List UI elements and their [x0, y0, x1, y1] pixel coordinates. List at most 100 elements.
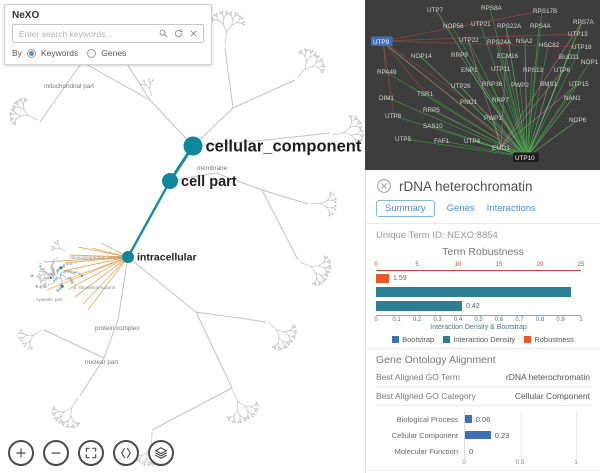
- gene-node-label[interactable]: NSA2: [516, 38, 533, 45]
- gene-node-label[interactable]: DIM1: [379, 95, 395, 102]
- gene-node-label[interactable]: RPS13: [523, 67, 543, 74]
- radio-keywords[interactable]: [26, 48, 36, 58]
- zoom-out-button[interactable]: [43, 440, 69, 466]
- term-small-label[interactable]: mitochondrial part: [44, 83, 94, 90]
- category-value: 0.06: [475, 414, 491, 424]
- gene-node-label[interactable]: ECM16: [497, 53, 518, 60]
- gene-nodes[interactable]: UTP7 RPS8A RPS17B RPS7A NOP56 UTP21 RPS22A RPS4…: [371, 5, 599, 162]
- close-icon[interactable]: [376, 178, 392, 194]
- gene-node-label[interactable]: RPS17B: [533, 8, 557, 15]
- gene-node-label[interactable]: UTP15: [569, 81, 589, 88]
- layers-icon: [155, 447, 167, 459]
- gene-node-label[interactable]: NOP6: [569, 117, 587, 124]
- gene-node-label[interactable]: EMG1: [492, 145, 510, 152]
- bar-area: 0.06: [464, 411, 577, 427]
- gene-node-label[interactable]: RRP36: [482, 81, 503, 88]
- term-node-label[interactable]: cellular_component: [206, 137, 362, 155]
- gene-node-label[interactable]: RRP7: [492, 97, 509, 104]
- legend-swatch: [443, 336, 451, 343]
- gene-node-label[interactable]: RPS4A: [530, 23, 551, 30]
- gene-node-label[interactable]: UTP6: [554, 67, 571, 74]
- gene-node-label[interactable]: SAS10: [423, 123, 443, 130]
- gene-node-label[interactable]: UTP22: [459, 37, 479, 44]
- gene-network-panel[interactable]: UTP7 RPS8A RPS17B RPS7A NOP56 UTP21 RPS22A RPS4…: [365, 0, 600, 170]
- radio-keywords-label[interactable]: Keywords: [40, 48, 79, 58]
- gene-node-label[interactable]: NOP1: [581, 59, 599, 66]
- term-node[interactable]: [122, 251, 134, 263]
- term-small-label[interactable]: nuclear part: [85, 359, 119, 366]
- gene-network-svg[interactable]: UTP7 RPS8A RPS17B RPS7A NOP56 UTP21 RPS22A RPS4…: [365, 0, 600, 170]
- gene-node-label[interactable]: BUD21: [559, 54, 580, 61]
- zoom-fit-button[interactable]: [78, 440, 104, 466]
- gene-node-label[interactable]: UTP9: [373, 39, 390, 46]
- radio-genes[interactable]: [87, 48, 97, 58]
- gene-node-label[interactable]: UTP13: [568, 31, 588, 38]
- gene-node-label[interactable]: RRP9: [451, 52, 468, 59]
- bar-area: 0.23: [464, 427, 577, 443]
- search-icon[interactable]: [158, 28, 169, 39]
- gene-node-highlight[interactable]: [513, 152, 539, 163]
- gene-node-label[interactable]: PNO1: [460, 99, 478, 106]
- zoom-in-button[interactable]: [8, 440, 34, 466]
- collapse-button[interactable]: [113, 440, 139, 466]
- refresh-icon[interactable]: [173, 28, 184, 39]
- gene-node-highlight[interactable]: [371, 36, 393, 47]
- canvas-toolbar: [8, 440, 174, 466]
- legend-item: Robustness: [524, 335, 574, 344]
- gene-node-label[interactable]: RPA49: [377, 69, 397, 76]
- gene-node-label[interactable]: PWP2: [511, 82, 529, 89]
- term-node[interactable]: [162, 173, 178, 189]
- gene-node-label[interactable]: UTP4: [464, 138, 481, 145]
- gene-node-label[interactable]: BMS1: [540, 81, 558, 88]
- term-title: rDNA heterochromatin: [399, 178, 533, 194]
- app-title: NeXO: [12, 10, 40, 21]
- gene-node-label[interactable]: FAF1: [434, 138, 450, 145]
- layers-button[interactable]: [148, 440, 174, 466]
- gene-node-label[interactable]: RPS22A: [497, 23, 522, 30]
- gene-node-label[interactable]: NOP14: [411, 53, 432, 60]
- gene-node-label[interactable]: PWP1: [484, 115, 502, 122]
- axis-tick-label: 0.3: [433, 317, 442, 323]
- gene-node-label[interactable]: RPS8A: [481, 5, 502, 12]
- term-tiny-label[interactable]: cytosolic part: [36, 297, 64, 302]
- gene-node-label[interactable]: UTP7: [427, 7, 444, 14]
- term-node[interactable]: [183, 136, 203, 156]
- top-axis-line: [376, 270, 581, 271]
- gene-node-label[interactable]: RPS7A: [573, 19, 594, 26]
- gene-node-label[interactable]: RPS24A: [487, 39, 512, 46]
- gene-node-label[interactable]: UTP21: [471, 21, 491, 28]
- gene-node-label[interactable]: NAN1: [564, 95, 581, 102]
- row-value: Cellular Component: [514, 391, 590, 401]
- gene-node-label[interactable]: ENP1: [461, 67, 478, 74]
- gene-node-label[interactable]: UTP5: [395, 136, 412, 143]
- gene-node-label[interactable]: UTP26: [451, 83, 471, 90]
- interaction-edges: [381, 7, 591, 159]
- gene-node-label[interactable]: UTP10: [515, 155, 535, 162]
- gene-node-label[interactable]: TSR1: [417, 91, 434, 98]
- clear-icon[interactable]: [188, 28, 199, 39]
- term-node-label[interactable]: intracellular: [137, 251, 197, 263]
- gene-node-label[interactable]: UTP8: [385, 113, 402, 120]
- search-input[interactable]: [17, 27, 154, 40]
- gene-node-label[interactable]: RRP5: [423, 107, 440, 114]
- search-box[interactable]: [12, 24, 204, 43]
- term-tiny-label[interactable]: ribonucleoprotein complex: [70, 255, 124, 260]
- gene-node-label[interactable]: UTP18: [572, 44, 592, 51]
- term-node-label[interactable]: cell part: [181, 174, 237, 190]
- gene-node-label[interactable]: NOP56: [443, 23, 464, 30]
- term-small-label[interactable]: protein complex: [95, 325, 140, 332]
- term-small-label[interactable]: membrane: [197, 165, 228, 172]
- tab-genes[interactable]: Genes: [446, 203, 475, 214]
- radio-genes-label[interactable]: Genes: [101, 48, 127, 58]
- bar-area: 0: [464, 443, 577, 459]
- gene-node-label[interactable]: HSC82: [539, 42, 560, 49]
- term-tiny-label[interactable]: ribosomal subunit: [79, 285, 116, 290]
- gene-node-label[interactable]: UTP11: [491, 66, 511, 73]
- tab-interactions[interactable]: Interactions: [486, 203, 536, 214]
- tab-summary[interactable]: Summary: [376, 200, 435, 217]
